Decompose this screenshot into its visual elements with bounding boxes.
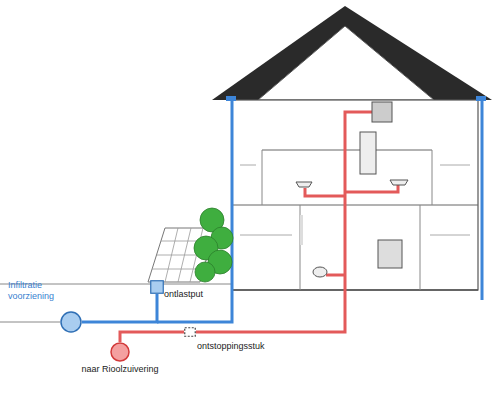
attic-floor <box>262 150 432 151</box>
sewer-treatment-circle-outline <box>110 342 130 362</box>
node-label: ontstoppingsstuk <box>197 341 287 352</box>
rainwater-pipe <box>157 100 232 322</box>
inner-wall <box>262 150 263 205</box>
node-label: ontlastput <box>164 289 234 300</box>
bush <box>194 208 233 282</box>
sewer-branch <box>345 184 398 192</box>
rainwater-connector <box>82 294 157 322</box>
water-heater <box>360 132 376 174</box>
door <box>300 215 303 245</box>
house-wall <box>232 100 478 290</box>
sewer-branch <box>326 274 345 277</box>
first-floor <box>232 205 478 206</box>
infiltration-circle: Infiltratie voorziening <box>60 311 82 333</box>
gable <box>258 26 434 100</box>
sewer-connector <box>120 332 184 342</box>
room-line <box>430 235 470 236</box>
inner-wall <box>432 150 433 205</box>
cleanout-piece-outline <box>184 327 196 337</box>
rainwater-pipe <box>481 100 484 300</box>
sink <box>296 182 312 187</box>
sewer-branch <box>305 188 345 196</box>
node-label: Infiltratie voorziening <box>8 280 80 302</box>
room-line <box>240 235 292 236</box>
overflow-line <box>0 322 60 323</box>
sewer-treatment-circle: naar Rioolzuivering <box>110 342 130 362</box>
sink <box>390 180 408 185</box>
room-line <box>240 165 256 166</box>
washing-machine <box>378 240 402 268</box>
cleanout-piece: ontstoppingsstuk <box>184 327 196 337</box>
sewer-pipe <box>196 112 372 332</box>
node-label: naar Rioolzuivering <box>75 364 165 375</box>
boiler <box>372 102 392 122</box>
inner-wall <box>420 205 421 290</box>
relief-pit: ontlastput <box>150 280 164 294</box>
ground-floor <box>232 289 478 291</box>
infiltration-circle-outline <box>60 311 82 333</box>
relief-pit-outline <box>150 280 164 294</box>
room-line <box>440 165 470 166</box>
toilet <box>313 267 327 277</box>
